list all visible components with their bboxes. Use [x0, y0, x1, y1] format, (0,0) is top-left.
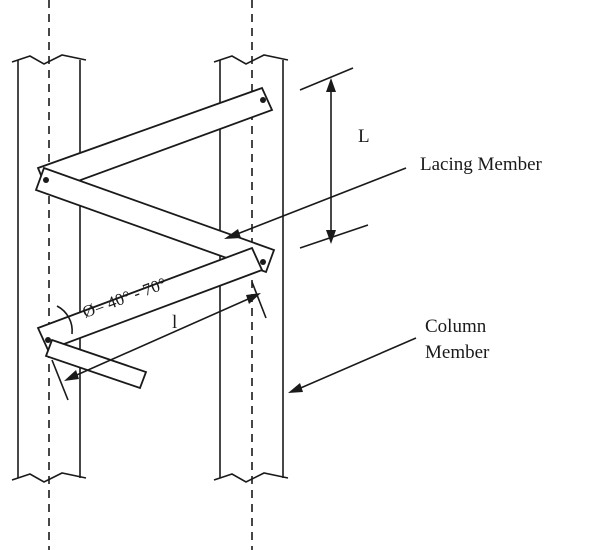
lacing-bar-partial	[44, 338, 148, 390]
lacing-bar-lower	[36, 246, 264, 352]
lacing-bar-top	[36, 86, 274, 194]
rivet-mid-right	[260, 259, 266, 265]
rivet-top-left	[43, 177, 49, 183]
rivet-top-right	[260, 97, 266, 103]
rivet-lower-left	[45, 337, 51, 343]
column-member-label-line2: Member	[425, 342, 490, 363]
lacing-member-label: Lacing Member	[420, 154, 543, 175]
dimension-L	[299, 67, 369, 249]
dimension-L-label: L	[358, 126, 370, 147]
dimension-l	[51, 281, 267, 401]
lacing-bar-middle	[34, 166, 276, 274]
angle-arc	[56, 305, 73, 335]
dimension-l-label: l	[172, 312, 177, 333]
left-column	[11, 54, 87, 483]
column-member-leader	[288, 337, 417, 393]
lacing-member-leader	[224, 167, 407, 239]
column-member-label-line1: Column	[425, 316, 487, 337]
